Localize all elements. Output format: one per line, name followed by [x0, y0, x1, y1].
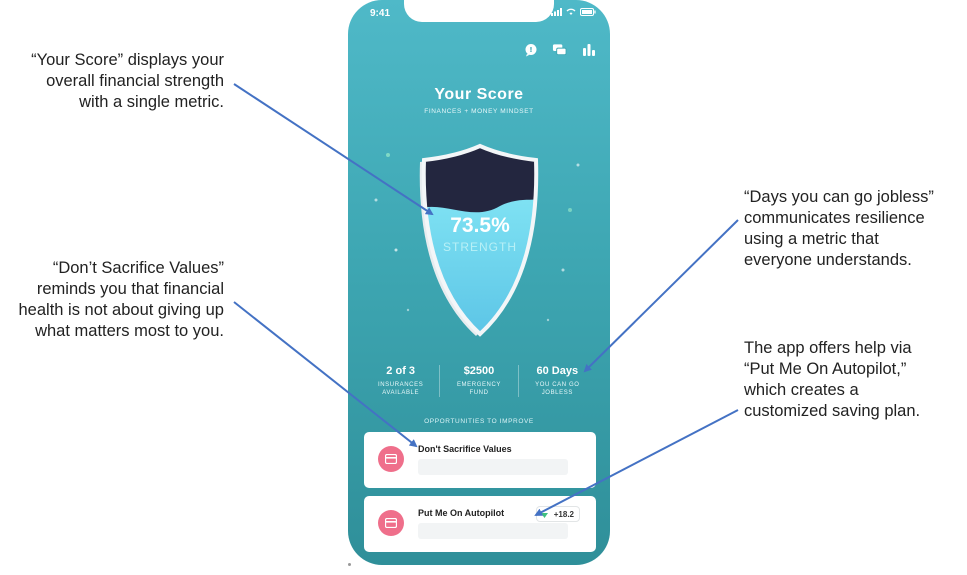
stat-value: $2500	[463, 365, 495, 377]
annotation-line: “Put Me On Autopilot,”	[744, 360, 907, 378]
stat-value: 60 Days	[536, 365, 579, 377]
annotation-line: customized saving plan.	[744, 402, 921, 420]
svg-text:!: !	[529, 46, 532, 54]
annotation-line: with a single metric.	[79, 93, 224, 111]
strength-label: STRENGTH	[443, 240, 517, 254]
annotation-line: health is not about giving up	[18, 301, 225, 319]
card-dont-sacrifice-values[interactable]: Don't Sacrifice Values	[364, 432, 596, 488]
phone-screen: 9:41 ! Your Score FINANCES + MONEY MINDS…	[348, 0, 610, 565]
card-placeholder-bar	[418, 523, 568, 539]
stat-label: YOU CAN GO JOBLESS	[535, 382, 580, 396]
annotation-dont-sacrifice: “Don’t Sacrifice Values” reminds you tha…	[0, 258, 225, 342]
annotation-line: “Your Score” displays your	[31, 51, 224, 69]
shield-graphic	[419, 143, 539, 337]
card-icon	[378, 510, 404, 536]
decoration-dot	[348, 563, 351, 566]
signal-icon	[550, 8, 562, 16]
annotation-line: what matters most to you.	[35, 322, 224, 340]
card-placeholder-bar	[418, 459, 568, 475]
annotation-line: overall financial strength	[46, 72, 224, 90]
card-title: Don't Sacrifice Values	[418, 444, 512, 454]
score-subtitle: FINANCES + MONEY MINDSET	[424, 108, 534, 115]
top-toolbar: !	[523, 42, 596, 57]
stats-row: 2 of 3 INSURANCES AVAILABLE $2500 EMERGE…	[362, 365, 596, 397]
annotation-line: The app offers help via	[744, 339, 912, 357]
annotation-days-jobless: “Days you can go jobless” communicates r…	[744, 187, 959, 271]
annotation-autopilot: The app offers help via “Put Me On Autop…	[744, 338, 959, 422]
stat-jobless-days: 60 Days YOU CAN GO JOBLESS	[517, 365, 596, 397]
annotation-line: which creates a	[744, 381, 859, 399]
strength-value: 73.5%	[450, 214, 510, 237]
annotation-line: “Don’t Sacrifice Values”	[52, 259, 224, 277]
strength-shield: 73.5% STRENGTH	[410, 140, 550, 340]
score-badge: +18.2	[535, 506, 580, 522]
stat-label: EMERGENCY FUND	[456, 382, 502, 396]
annotation-line: using a metric that	[744, 230, 879, 248]
card-icon	[378, 446, 404, 472]
annotation-line: everyone understands.	[744, 251, 912, 269]
bar-chart-icon[interactable]	[581, 42, 596, 57]
badge-value: +18.2	[553, 509, 574, 519]
stat-label: INSURANCES AVAILABLE	[377, 382, 424, 396]
wifi-icon	[567, 8, 576, 15]
annotation-your-score: “Your Score” displays your overall finan…	[20, 50, 224, 113]
card-title: Put Me On Autopilot	[418, 508, 505, 518]
stat-value: 2 of 3	[386, 365, 416, 377]
message-icon[interactable]	[552, 42, 567, 57]
up-arrow-icon	[540, 512, 548, 518]
card-put-me-on-autopilot[interactable]: Put Me On Autopilot +18.2	[364, 496, 596, 552]
annotation-line: communicates resilience	[744, 209, 925, 227]
status-icons	[550, 8, 596, 18]
stat-insurances: 2 of 3 INSURANCES AVAILABLE	[362, 365, 439, 397]
annotation-line: reminds you that financial	[36, 280, 224, 298]
battery-icon	[580, 8, 596, 16]
phone-notch	[404, 0, 554, 22]
chat-icon[interactable]: !	[523, 42, 538, 57]
opportunities-title: OPPORTUNITIES TO IMPROVE	[424, 418, 534, 425]
status-time: 9:41	[370, 8, 391, 19]
score-title: Your Score	[434, 86, 524, 103]
annotation-line: “Days you can go jobless”	[744, 188, 934, 206]
stat-emergency-fund: $2500 EMERGENCY FUND	[439, 365, 517, 397]
